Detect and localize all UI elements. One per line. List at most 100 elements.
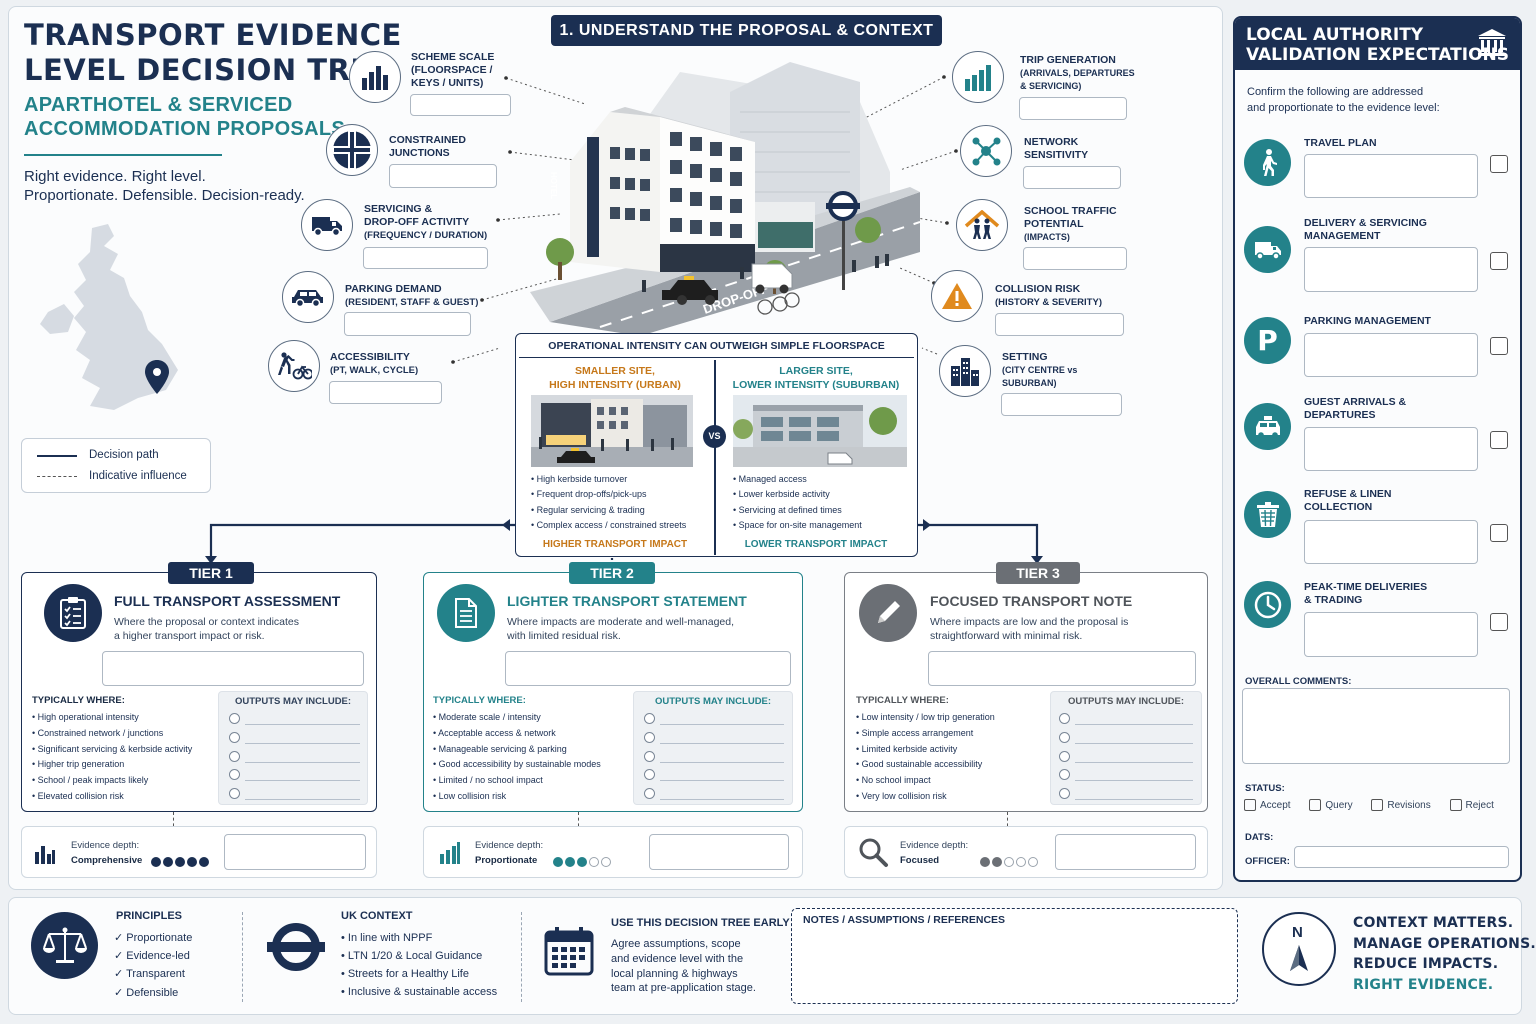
depth-dot bbox=[577, 856, 587, 867]
travel-plan-checkbox[interactable] bbox=[1490, 155, 1508, 173]
tier1-input[interactable] bbox=[102, 651, 364, 686]
closing-statement: CONTEXT MATTERS. MANAGE OPERATIONS. REDU… bbox=[1353, 915, 1536, 993]
network-field[interactable] bbox=[1023, 166, 1121, 189]
guest-arrivals-checkbox[interactable] bbox=[1490, 431, 1508, 449]
depth-dot bbox=[187, 856, 197, 867]
compare-right-list: • Managed access • Lower kerbside activi… bbox=[733, 472, 862, 533]
setting-field[interactable] bbox=[1001, 393, 1122, 416]
clipboard-icon bbox=[44, 584, 102, 642]
officer-label: OFFICER: bbox=[1245, 856, 1290, 867]
guest-arrivals-field[interactable] bbox=[1304, 427, 1478, 471]
tier2-output-radio-3[interactable] bbox=[644, 751, 655, 762]
servicing-field[interactable] bbox=[363, 247, 488, 269]
compare-left-list: • High kerbside turnover • Frequent drop… bbox=[531, 472, 686, 533]
tier3-output-radio-5[interactable] bbox=[1059, 788, 1070, 799]
depth-dot bbox=[589, 856, 599, 867]
status-query[interactable]: Query bbox=[1309, 799, 1353, 811]
overall-comments-label: OVERALL COMMENTS: bbox=[1245, 676, 1352, 687]
parking-field[interactable] bbox=[344, 312, 471, 336]
access-field[interactable] bbox=[329, 381, 442, 404]
depth-dot bbox=[1016, 856, 1026, 867]
list-item: • Managed access bbox=[733, 474, 807, 484]
junctions-field[interactable] bbox=[389, 164, 497, 188]
tier3-output-radio-3[interactable] bbox=[1059, 751, 1070, 762]
tier3-output-radio-1[interactable] bbox=[1059, 713, 1070, 724]
status-revisions[interactable]: Revisions bbox=[1371, 799, 1431, 811]
tier2-output-radio-5[interactable] bbox=[644, 788, 655, 799]
officer-field[interactable] bbox=[1294, 846, 1509, 868]
refuse-linen-field[interactable] bbox=[1304, 520, 1478, 564]
tier2-where-label: TYPICALLY WHERE: bbox=[433, 695, 526, 706]
list-item: • In line with NPPF bbox=[341, 932, 433, 944]
factor-trips-label: TRIP GENERATION(ARRIVALS, DEPARTURES& SE… bbox=[1020, 54, 1135, 91]
tier2-depth-connector bbox=[578, 812, 579, 832]
status-accept[interactable]: Accept bbox=[1244, 799, 1291, 811]
depth-dot bbox=[992, 856, 1002, 867]
status-reject[interactable]: Reject bbox=[1449, 799, 1494, 811]
tier3-output-radio-2[interactable] bbox=[1059, 732, 1070, 743]
tier3-depth-field[interactable] bbox=[1055, 834, 1196, 870]
tier3-input[interactable] bbox=[928, 651, 1196, 686]
scheme-scale-field[interactable] bbox=[410, 94, 511, 116]
refuse-linen-checkbox[interactable] bbox=[1490, 524, 1508, 542]
parking-management-checkbox[interactable] bbox=[1490, 337, 1508, 355]
tier2-title: LIGHTER TRANSPORT STATEMENT bbox=[507, 593, 747, 609]
tier1-output-line-3 bbox=[245, 762, 360, 763]
depth-dot bbox=[565, 856, 575, 867]
tier1-output-radio-4[interactable] bbox=[229, 769, 240, 780]
tier2-input[interactable] bbox=[505, 651, 791, 686]
legend-decision-path: Decision path bbox=[89, 449, 159, 461]
taxi-icon bbox=[1244, 403, 1291, 450]
delivery-servicing-field[interactable] bbox=[1304, 247, 1478, 292]
tier1-depth-dots bbox=[151, 853, 211, 871]
tagline-2: Proportionate. Defensible. Decision-read… bbox=[24, 187, 305, 204]
collision-field[interactable] bbox=[995, 313, 1124, 336]
delivery-servicing-checkbox[interactable] bbox=[1490, 252, 1508, 270]
list-item: • Frequent drop-offs/pick-ups bbox=[531, 489, 647, 500]
list-item: • Acceptable access & network bbox=[433, 727, 556, 738]
travel-plan-field[interactable] bbox=[1304, 154, 1478, 198]
notes-box[interactable] bbox=[791, 908, 1238, 1004]
list-item: • Limited kerbside activity bbox=[856, 743, 958, 754]
walking-person-icon bbox=[1244, 139, 1291, 186]
status-options: Accept Query Revisions Reject bbox=[1244, 799, 1494, 811]
tier1-output-radio-1[interactable] bbox=[229, 713, 240, 724]
tier2-output-radio-2[interactable] bbox=[644, 732, 655, 743]
school-field[interactable] bbox=[1023, 247, 1127, 270]
urban-site-image bbox=[531, 395, 693, 467]
la-item-1-label: TRAVEL PLAN bbox=[1304, 137, 1377, 149]
footer-divider-2 bbox=[521, 912, 522, 1002]
compare-right-heading: LARGER SITE,LOWER INTENSITY (SUBURBAN) bbox=[732, 365, 900, 391]
trips-field[interactable] bbox=[1019, 97, 1127, 120]
tier1-output-radio-5[interactable] bbox=[229, 788, 240, 799]
principles-title: PRINCIPLES bbox=[116, 910, 183, 922]
tier2-output-radio-4[interactable] bbox=[644, 769, 655, 780]
tier2-output-radio-1[interactable] bbox=[644, 713, 655, 724]
factor-collision-label: COLLISION RISK(HISTORY & SEVERITY) bbox=[995, 283, 1102, 308]
peak-deliveries-field[interactable] bbox=[1304, 612, 1478, 657]
tier1-output-radio-3[interactable] bbox=[229, 751, 240, 762]
tier3-output-radio-4[interactable] bbox=[1059, 769, 1070, 780]
step1-banner: 1. UNDERSTAND THE PROPOSAL & CONTEXT bbox=[551, 15, 942, 46]
parking-management-field[interactable] bbox=[1304, 333, 1478, 377]
overall-comments-field[interactable] bbox=[1242, 688, 1510, 764]
la-item-3-label: PARKING MANAGEMENT bbox=[1304, 315, 1431, 327]
peak-deliveries-checkbox[interactable] bbox=[1490, 613, 1508, 631]
factor-servicing-label: SERVICING &DROP-OFF ACTIVITY(FREQUENCY /… bbox=[364, 203, 488, 241]
page-subtitle-line1: APARTHOTEL & SERVICED bbox=[24, 94, 293, 116]
tier1-depth-field[interactable] bbox=[224, 834, 366, 870]
tier2-depth-field[interactable] bbox=[649, 834, 789, 870]
tier2-depth-dots bbox=[553, 853, 613, 871]
list-item: • Limited / no school impact bbox=[433, 775, 543, 786]
principles-list: ✓ Proportionate ✓ Evidence-led ✓ Transpa… bbox=[114, 929, 192, 1002]
tier1-tag: TIER 1 bbox=[168, 562, 254, 584]
notes-label: NOTES / ASSUMPTIONS / REFERENCES bbox=[803, 914, 1006, 926]
hotel-street-illustration: DROP-OFF HOTEL bbox=[530, 62, 920, 336]
page-title-line1: TRANSPORT EVIDENCE bbox=[24, 18, 402, 52]
use-early-title: USE THIS DECISION TREE EARLY bbox=[611, 917, 790, 929]
tier1-output-radio-2[interactable] bbox=[229, 732, 240, 743]
